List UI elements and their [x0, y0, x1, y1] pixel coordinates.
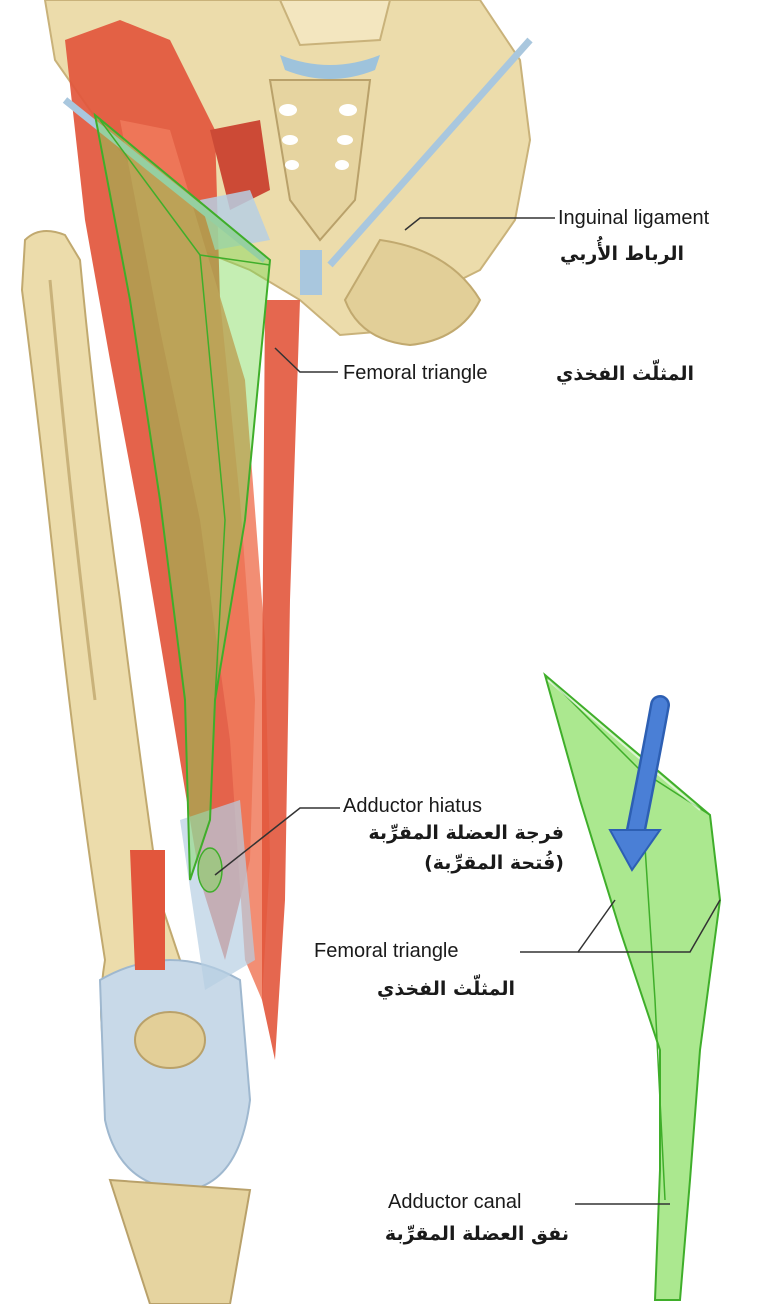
inguinal-ligament-label-ar: الرباط الأُربي — [560, 245, 690, 264]
adductor-hiatus-label-ar: فرجة العضلة المقرِّبة — [334, 824, 564, 843]
femoral-triangle-inset-label: Femoral triangle — [314, 941, 459, 961]
femoral-triangle-label: Femoral triangle — [343, 363, 488, 383]
adductor-canal-label-ar: نفق العضلة المقرِّبة — [354, 1225, 569, 1244]
patella — [135, 1012, 205, 1068]
adductor-canal-inset — [545, 675, 720, 1300]
adductor-hiatus-marker — [198, 848, 222, 892]
pubic-symphysis — [300, 250, 322, 295]
adductor-hiatus-label: Adductor hiatus — [343, 796, 482, 816]
femoral-triangle-inset-label-ar: المثلّث الفخذي — [345, 980, 515, 999]
femoral-triangle-label-ar: المثلّث الفخذي — [556, 365, 721, 384]
inguinal-ligament-label: Inguinal ligament — [558, 208, 709, 228]
knee — [100, 960, 250, 1304]
adductor-canal-label: Adductor canal — [388, 1192, 521, 1212]
adductor-hiatus-label-ar2: (فُتحة المقرِّبة) — [334, 854, 564, 873]
